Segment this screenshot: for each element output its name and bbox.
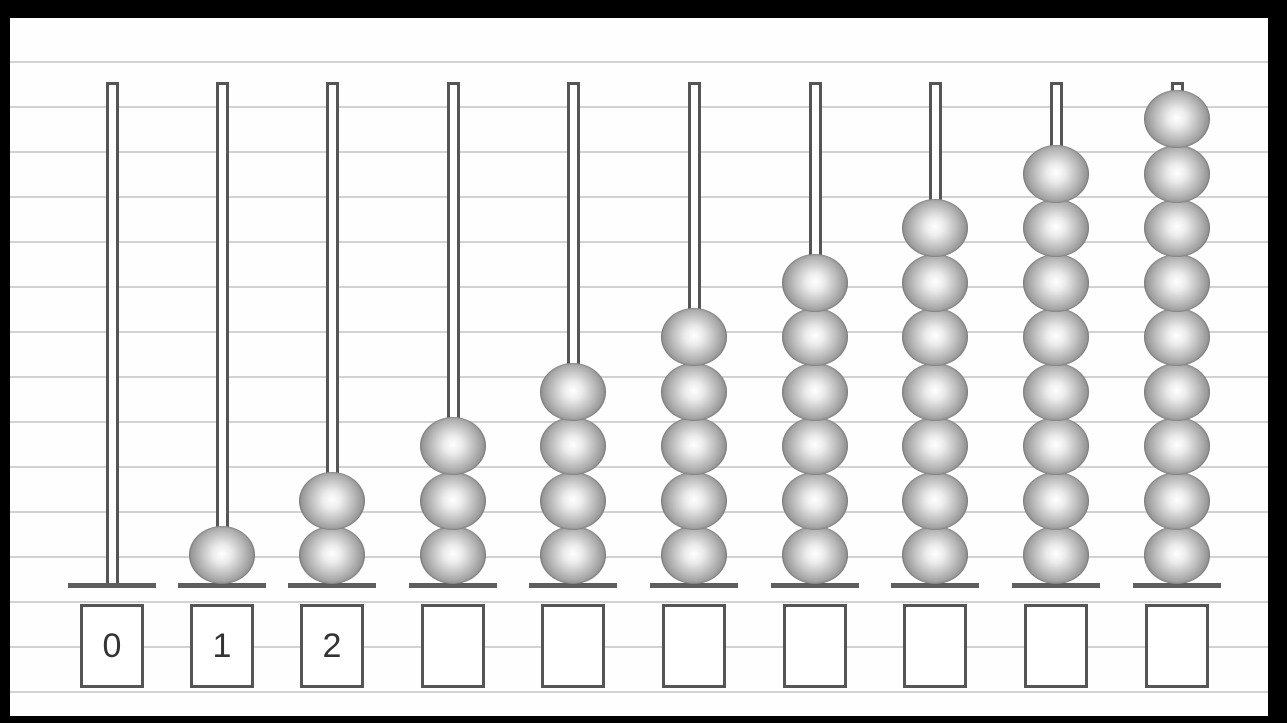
bead[interactable]	[540, 472, 606, 530]
bead[interactable]	[540, 526, 606, 584]
bead[interactable]	[661, 472, 727, 530]
bead[interactable]	[782, 472, 848, 530]
bead[interactable]	[1144, 90, 1210, 148]
bead[interactable]	[420, 417, 486, 475]
bead[interactable]	[902, 417, 968, 475]
bead[interactable]	[661, 417, 727, 475]
bead[interactable]	[902, 308, 968, 366]
bead[interactable]	[1144, 472, 1210, 530]
bead[interactable]	[1023, 308, 1089, 366]
bead[interactable]	[420, 526, 486, 584]
abacus-rod	[106, 82, 119, 584]
bead[interactable]	[902, 526, 968, 584]
bead[interactable]	[1023, 363, 1089, 421]
bead[interactable]	[782, 526, 848, 584]
bead[interactable]	[1144, 199, 1210, 257]
bead[interactable]	[661, 308, 727, 366]
number-answer-box[interactable]: 2	[300, 604, 364, 688]
bead[interactable]	[1023, 254, 1089, 312]
bead[interactable]	[902, 254, 968, 312]
number-answer-box[interactable]: 1	[190, 604, 254, 688]
bead[interactable]	[299, 472, 365, 530]
bead[interactable]	[420, 472, 486, 530]
bead[interactable]	[189, 526, 255, 584]
number-answer-box[interactable]	[662, 604, 726, 688]
bead[interactable]	[782, 254, 848, 312]
bead[interactable]	[1023, 526, 1089, 584]
bead[interactable]	[902, 199, 968, 257]
bead[interactable]	[661, 526, 727, 584]
bead[interactable]	[782, 417, 848, 475]
number-answer-box[interactable]: 0	[80, 604, 144, 688]
number-answer-box[interactable]	[783, 604, 847, 688]
bead[interactable]	[1023, 417, 1089, 475]
number-answer-box[interactable]	[1145, 604, 1209, 688]
bead[interactable]	[1144, 417, 1210, 475]
bead[interactable]	[1144, 363, 1210, 421]
bead[interactable]	[661, 363, 727, 421]
bead[interactable]	[1144, 308, 1210, 366]
bead[interactable]	[299, 526, 365, 584]
bead[interactable]	[902, 363, 968, 421]
bead[interactable]	[902, 472, 968, 530]
rod-base	[68, 583, 156, 588]
bead[interactable]	[540, 417, 606, 475]
bead[interactable]	[1144, 254, 1210, 312]
bead[interactable]	[1144, 526, 1210, 584]
abacus-rod	[216, 82, 229, 584]
bead[interactable]	[1023, 472, 1089, 530]
bead[interactable]	[782, 363, 848, 421]
bead[interactable]	[540, 363, 606, 421]
number-answer-box[interactable]	[903, 604, 967, 688]
bead[interactable]	[1144, 145, 1210, 203]
bead[interactable]	[1023, 145, 1089, 203]
bead[interactable]	[1023, 199, 1089, 257]
bead[interactable]	[782, 308, 848, 366]
number-answer-box[interactable]	[541, 604, 605, 688]
number-answer-box[interactable]	[1024, 604, 1088, 688]
number-answer-box[interactable]	[421, 604, 485, 688]
